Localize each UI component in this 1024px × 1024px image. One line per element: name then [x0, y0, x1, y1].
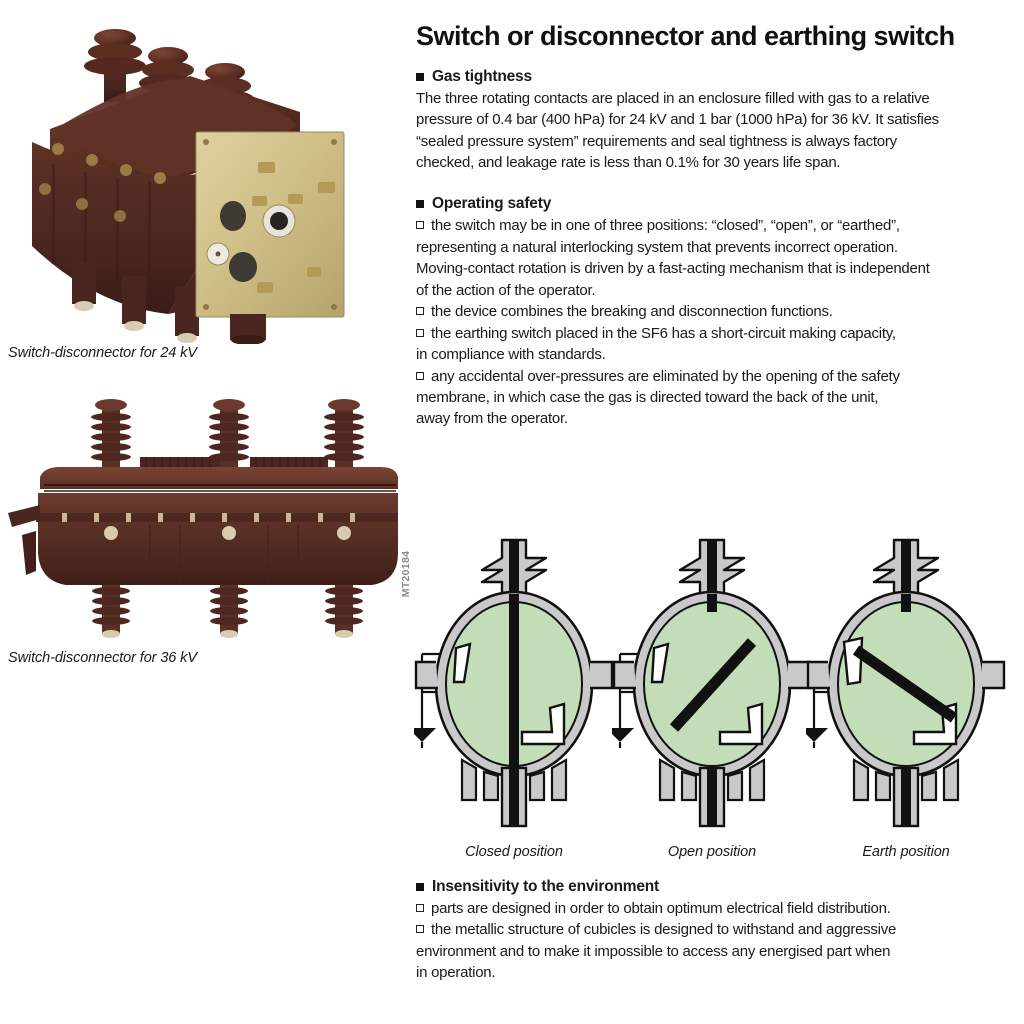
- caption-photo-36kv: Switch-disconnector for 36 kV: [8, 650, 197, 666]
- section-operating-safety: Operating safety the switch may be in on…: [416, 195, 1016, 429]
- bottom-flange: [460, 758, 568, 828]
- bullet-text: the metallic structure of cubicles is de…: [431, 919, 1016, 940]
- bullet-line: any accidental over-pressures are elimin…: [431, 367, 900, 385]
- photo-switch-disconnector-36kv: [0, 385, 400, 640]
- moving-contact-blade: [509, 594, 519, 770]
- bullet-line: in compliance with standards.: [416, 346, 606, 364]
- open-square-bullet-icon: [416, 307, 424, 316]
- bullet-line: the device combines the breaking and dis…: [431, 303, 833, 321]
- bullet-item: the metallic structure of cubicles is de…: [416, 919, 1016, 940]
- diagram-caption: Earth position: [862, 844, 950, 860]
- paragraph-line: pressure of 0.4 bar (400 hPa) for 24 kV …: [416, 111, 939, 129]
- switch-position-diagrams: Closed position: [400, 532, 1024, 862]
- bullet-line: parts are designed in order to obtain op…: [431, 900, 891, 917]
- section-heading-insensitivity: Insensitivity to the environment: [416, 878, 1016, 896]
- bullet-text: the device combines the breaking and dis…: [431, 301, 1016, 322]
- bullet-text: any accidental over-pressures are elimin…: [431, 366, 1016, 387]
- open-square-bullet-icon: [416, 328, 424, 337]
- open-square-bullet-icon: [416, 904, 424, 912]
- bullet-line: representing a natural interlocking syst…: [416, 238, 898, 256]
- diagram-caption: Open position: [667, 844, 757, 860]
- paragraph-line: checked, and leakage rate is less than 0…: [416, 154, 841, 171]
- diagram-caption: Closed position: [465, 844, 563, 860]
- open-square-bullet-icon: [416, 371, 424, 380]
- section-heading-gas-tightness: Gas tightness: [416, 68, 1016, 86]
- open-square-bullet-icon: [416, 925, 424, 934]
- bullet-item: the device combines the breaking and dis…: [416, 301, 1016, 322]
- bullet-line: Moving-contact rotation is driven by a f…: [416, 260, 930, 278]
- moving-contact-blade: [669, 638, 757, 732]
- bullet-line: in operation.: [416, 964, 496, 982]
- bullet-item: any accidental over-pressures are elimin…: [416, 366, 1016, 387]
- bullet-line: membrane, in which case the gas is direc…: [416, 388, 879, 406]
- photo-switch-disconnector-24kv: [0, 14, 400, 344]
- section-heading-label: Gas tightness: [432, 67, 532, 85]
- insulators-top: [91, 399, 364, 469]
- square-bullet-icon: [416, 72, 424, 81]
- bullet-line: of the action of the operator.: [416, 281, 596, 299]
- bottom-flange: [658, 758, 766, 828]
- diagram-closed-position: Closed position: [414, 532, 614, 862]
- bullet-line: away from the operator.: [416, 410, 568, 428]
- insulators-bottom: [92, 585, 363, 638]
- faceplate: [195, 131, 345, 318]
- bullet-line: the earthing switch placed in the SF6 ha…: [431, 324, 896, 342]
- caption-photo-24kv: Switch-disconnector for 24 kV: [8, 345, 197, 361]
- paragraph-line: The three rotating contacts are placed i…: [416, 89, 930, 107]
- moving-contact-blade: [852, 645, 958, 723]
- page-title: Switch or disconnector and earthing swit…: [416, 21, 955, 51]
- right-text-column: Switch or disconnector and earthing swit…: [416, 0, 1016, 1024]
- bullet-line: the metallic structure of cubicles is de…: [431, 921, 897, 939]
- bullet-item: the earthing switch placed in the SF6 ha…: [416, 323, 1016, 344]
- open-square-bullet-icon: [416, 221, 424, 230]
- section-heading-label: Insensitivity to the environment: [432, 878, 660, 895]
- section-insensitivity-to-environment: Insensitivity to the environment parts a…: [416, 878, 1016, 984]
- bullet-line: environment and to make it impossible to…: [416, 942, 891, 960]
- bullet-text: parts are designed in order to obtain op…: [431, 898, 1016, 919]
- bullet-text: the earthing switch placed in the SF6 ha…: [431, 323, 1016, 344]
- diagram-open-position: Open position: [612, 532, 812, 862]
- bullet-text: the switch may be in one of three positi…: [431, 215, 1016, 236]
- section-heading-operating-safety: Operating safety: [416, 195, 1016, 213]
- left-image-column: Switch-disconnector for 24 kV: [0, 0, 400, 1024]
- section-heading-label: Operating safety: [432, 195, 552, 213]
- bullet-line: the switch may be in one of three positi…: [431, 217, 900, 235]
- bullet-item: parts are designed in order to obtain op…: [416, 898, 1016, 919]
- bushings-bottom: [72, 262, 199, 343]
- square-bullet-icon: [416, 883, 424, 891]
- bottom-flange: [852, 758, 960, 828]
- square-bullet-icon: [416, 200, 424, 209]
- section-gas-tightness: Gas tightness The three rotating contact…: [416, 68, 1016, 174]
- bolt-bosses: [39, 143, 166, 222]
- diagram-earth-position: Earth position: [806, 532, 1006, 862]
- bullet-item: the switch may be in one of three positi…: [416, 215, 1016, 236]
- paragraph-line: “sealed pressure system” requirements an…: [416, 132, 897, 150]
